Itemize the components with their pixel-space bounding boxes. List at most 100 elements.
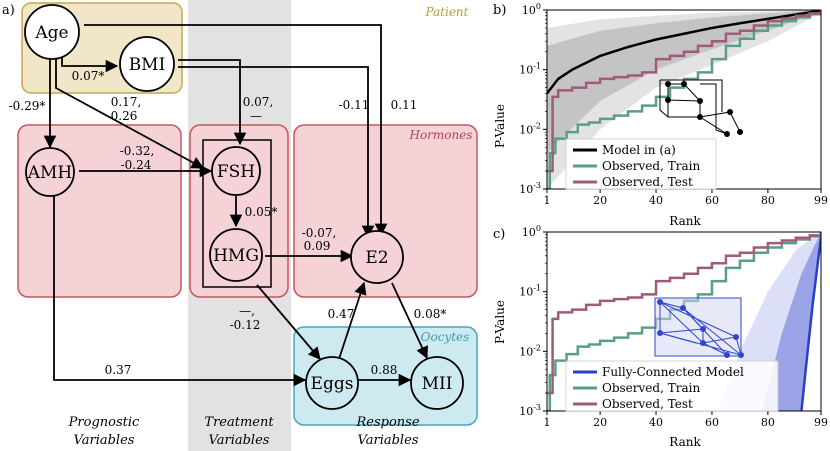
node-eggs: [305, 356, 359, 410]
node-e2: [350, 230, 404, 284]
chart-c-xtick-label: 99: [814, 416, 828, 429]
ylabel-b: P-Value: [493, 104, 507, 148]
label-hmg-eggs-2: -0.12: [230, 318, 261, 332]
chart-b-xtick-label: 60: [705, 194, 719, 207]
panel-label-a: a): [2, 3, 15, 18]
edge-age-fsh: [55, 57, 205, 169]
causal-diagram: a) Patient Hormones Oocytes: [2, 0, 478, 451]
legend-c-model: Fully-Connected Model: [602, 365, 744, 379]
chart-b-xtick-label: 40: [649, 194, 663, 207]
chart-b-ytick-label: 10-3: [519, 181, 541, 196]
chart-c-series-2: [547, 232, 821, 395]
chart-b-ytick-label: 10-2: [519, 121, 541, 136]
node-fsh: [211, 146, 261, 196]
chart-c-xtick-label: 20: [593, 416, 607, 429]
xlabel-b: Rank: [669, 214, 701, 228]
label-hmg-e2-2: 0.09: [304, 239, 331, 253]
chart-b: b) 1 20 40 60 80 99 10-3 10-2 10-1 100 P-Value Ra…: [493, 2, 828, 228]
prognostic-label-2: Variables: [74, 433, 135, 448]
response-label-2: Variables: [358, 433, 419, 448]
node-label-fsh: FSH: [217, 162, 255, 182]
label-amh-eggs: 0.37: [105, 363, 132, 377]
label-age-amh: -0.29*: [9, 99, 46, 113]
node-amh: [25, 147, 75, 197]
edge-eggs-e2: [338, 281, 367, 360]
label-bmi-fsh-1: 0.07,: [243, 95, 274, 109]
chart-c-ytick-label: 10-1: [519, 284, 541, 299]
node-mii: [410, 356, 464, 410]
legend-c: Fully-Connected Model Observed, Train Ob…: [565, 360, 779, 412]
chart-b-xtick-label: 99: [814, 194, 828, 207]
chart-b-xtick-label: 20: [593, 194, 607, 207]
edge-e2-mii: [391, 282, 428, 360]
inset-dag-c-nodes: [657, 299, 744, 358]
edge-age-e2: [84, 24, 388, 237]
label-age-fsh-1: 0.17,: [111, 95, 142, 109]
node-label-amh: AMH: [27, 163, 73, 183]
edge-amh-eggs: [53, 196, 307, 387]
chart-b-xtick-label: 80: [761, 194, 775, 207]
label-e2-mii: 0.08*: [414, 307, 447, 321]
chart-b-ytick-label: 10-1: [519, 62, 541, 77]
treatment-label-1: Treatment: [204, 415, 274, 430]
label-bmi-e2: 0.11: [391, 98, 418, 112]
prognostic-label-1: Prognostic: [68, 415, 140, 430]
chart-c-xtick-label: 60: [705, 416, 719, 429]
chart-c-xtick-label: 80: [761, 416, 775, 429]
edges: [43, 24, 428, 387]
xlabel-c: Rank: [669, 435, 701, 449]
ylabel-c: P-Value: [493, 300, 507, 344]
label-amh-fsh-1: -0.32,: [120, 144, 155, 158]
label-age-fsh-2: 0.26: [111, 109, 138, 123]
response-label-1: Response: [355, 415, 419, 430]
label-hmg-e2-1: -0.07,: [302, 226, 337, 240]
chart-b-ytick-label: 100: [522, 2, 541, 17]
node-label-mii: MII: [422, 374, 453, 394]
legend-c-test: Observed, Test: [602, 397, 693, 411]
label-bmi-fsh-2: —: [250, 109, 262, 123]
chart-c-series-0: [800, 237, 821, 411]
node-bmi: [119, 36, 175, 92]
chart-b-series-2: [547, 10, 821, 173]
node-label-eggs: Eggs: [311, 374, 354, 394]
inset-dag-b-nodes: [665, 81, 743, 137]
label-eggs-mii: 0.88: [371, 363, 398, 377]
panel-label-c: c): [493, 227, 505, 242]
chart-b-band-inner: [547, 10, 821, 154]
node-label-hmg: HMG: [213, 246, 259, 266]
legend-b-test: Observed, Test: [602, 175, 693, 189]
chart-c-ytick-label: 100: [522, 224, 541, 239]
label-amh-fsh-2: -0.24: [121, 158, 152, 172]
label-age-bmi: 0.07*: [72, 69, 105, 83]
edge-bmi-fsh: [178, 59, 247, 146]
chart-c: c) 1 20 40 60 80 99 10-3 10-2 10-1 100 P-Value Ra…: [493, 224, 828, 449]
node-label-e2: E2: [365, 248, 388, 268]
inset-dag-c: [654, 297, 742, 357]
edge-bmi-e2: [178, 66, 375, 239]
panel-label-b: b): [493, 3, 506, 18]
legend-c-train: Observed, Train: [602, 381, 700, 395]
legend-b-train: Observed, Train: [602, 159, 700, 173]
chart-c-ytick-label: 10-2: [519, 343, 541, 358]
edge-hmg-eggs: [256, 284, 321, 360]
chart-c-ytick-label: 10-3: [519, 403, 541, 418]
treatment-label-2: Variables: [209, 433, 270, 448]
inset-dag-b: [659, 79, 741, 135]
chart-b-series-0: [547, 10, 821, 95]
node-label-bmi: BMI: [129, 55, 166, 75]
response-hormones-region: [293, 124, 478, 298]
chart-c-xtick-label: 40: [649, 416, 663, 429]
legend-b: Model in (a) Observed, Train Observed, T…: [565, 138, 717, 190]
hormones-region-label: Hormones: [408, 128, 472, 142]
node-label-age: Age: [34, 23, 68, 43]
label-eggs-e2: 0.47: [328, 307, 355, 321]
label-age-e2: -0.11: [339, 98, 370, 112]
oocytes-region-label: Oocytes: [421, 330, 470, 344]
chart-b-series-1: [547, 10, 821, 189]
chart-c-xtick-label: 1: [544, 416, 551, 429]
label-hmg-eggs-1: —,: [239, 304, 255, 318]
patient-region-label: Patient: [424, 5, 468, 19]
chart-b-xtick-label: 1: [544, 194, 551, 207]
node-age: [24, 4, 80, 60]
